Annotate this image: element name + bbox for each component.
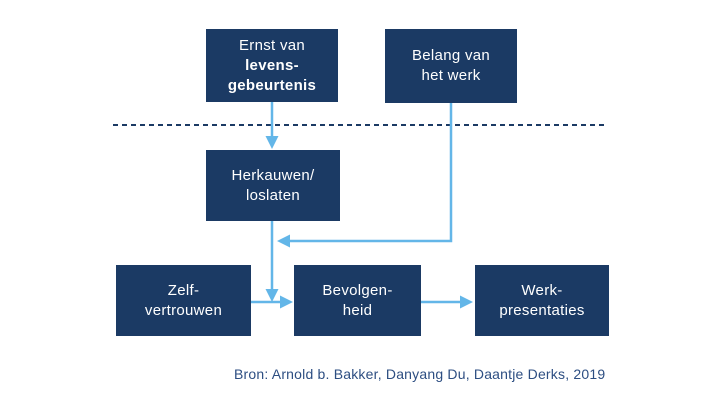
arrow-bevolgenheid-to-werk: [421, 295, 473, 309]
node-belang-van-het-werk: Belang van het werk: [385, 29, 517, 103]
node-text-line: Ernst van: [238, 36, 306, 54]
node-text-line: Belang van: [411, 47, 491, 64]
arrow-zelf-to-bevolgenheid: [251, 295, 293, 309]
node-text-line: Zelf-: [167, 281, 200, 299]
arrow-belang-to-junction: [277, 103, 453, 248]
arrowhead-down-icon: [265, 136, 279, 149]
arrow-ernst-to-herkauwen: [265, 102, 279, 149]
node-text-line: Herkauwen/: [231, 166, 315, 184]
node-werkpresentaties: Werk- presentaties: [475, 265, 609, 336]
node-text-line: gebeurtenis: [227, 76, 317, 94]
arrowhead-right-icon: [460, 295, 473, 309]
arrow-herkauwen-to-bevolgenheid: [265, 221, 279, 302]
node-text-line: Werk-: [521, 281, 563, 299]
source-citation: Bron: Arnold b. Bakker, Danyang Du, Daan…: [234, 366, 606, 382]
node-herkauwen-loslaten: Herkauwen/ loslaten: [206, 150, 340, 221]
node-zelfvertrouwen: Zelf- vertrouwen: [116, 265, 251, 336]
arrowhead-down-icon: [265, 289, 279, 302]
node-bevolgenheid: Bevolgen- heid: [294, 265, 421, 336]
arrowhead-left-icon: [277, 234, 290, 248]
node-ernst-van-levensgebeurtenis: Ernst van levens- gebeurtenis: [206, 29, 338, 102]
arrowhead-right-icon: [280, 295, 293, 309]
node-text-line: het werk: [421, 67, 481, 84]
node-text-line: vertrouwen: [144, 301, 223, 319]
node-text-line: heid: [342, 301, 373, 319]
node-text-line: presentaties: [499, 301, 585, 319]
node-text-line: levens-: [245, 56, 299, 74]
node-text-line: Bevolgen-: [322, 281, 393, 299]
node-text-line: loslaten: [245, 186, 301, 204]
